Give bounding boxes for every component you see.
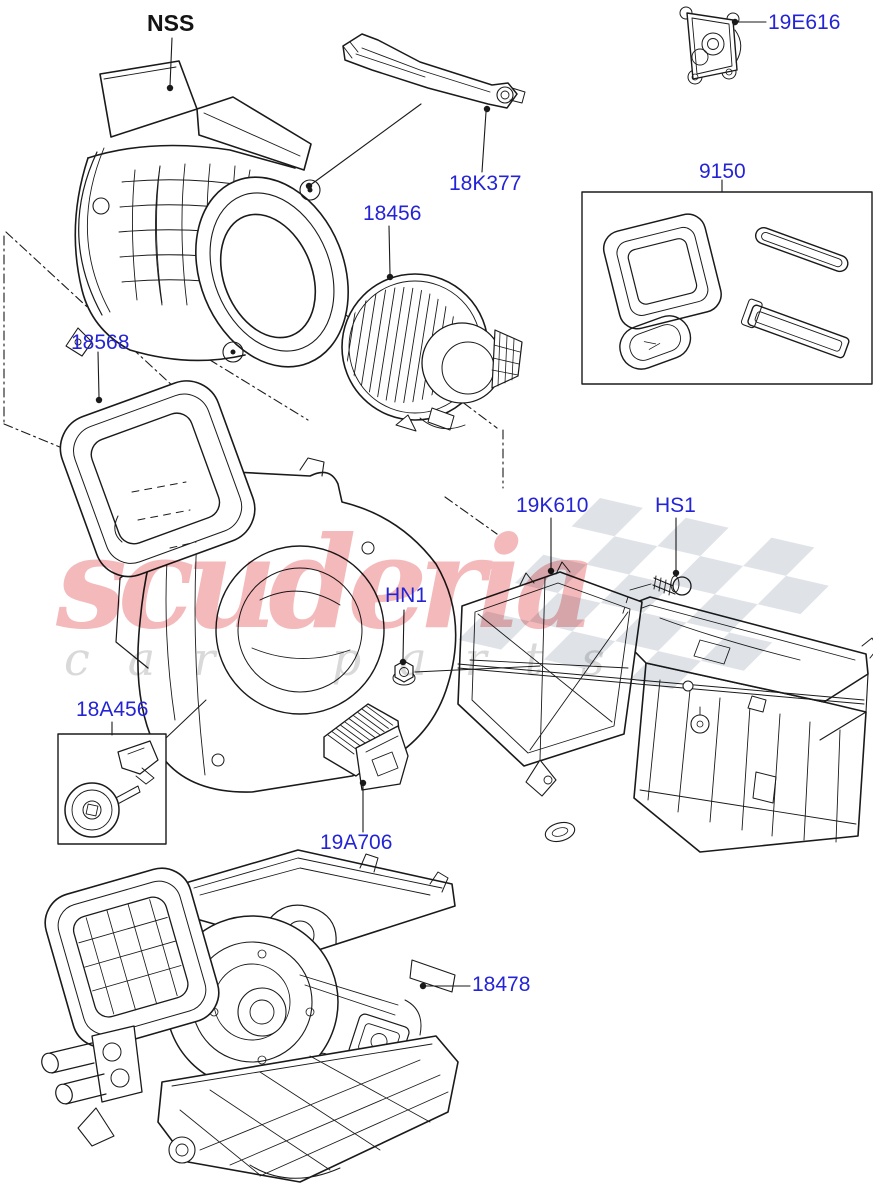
aux-kit-drawing	[57, 699, 207, 845]
seal-kit-drawing	[581, 191, 873, 385]
part-label-19A706[interactable]: 19A706	[320, 831, 393, 854]
part-label-19E616[interactable]: 19E616	[768, 11, 841, 34]
part-label-18456[interactable]: 18456	[363, 202, 422, 225]
support-bracket-drawing	[342, 33, 526, 109]
part-label-18478[interactable]: 18478	[472, 973, 531, 996]
inlet-seal-drawing	[59, 380, 256, 578]
heater-case-drawing	[457, 561, 873, 853]
part-label-nss: NSS	[147, 10, 195, 36]
part-label-9150[interactable]: 9150	[699, 160, 746, 183]
part-label-19K610[interactable]: 19K610	[516, 494, 589, 517]
nut-drawing	[392, 660, 541, 686]
part-label-18A456[interactable]: 18A456	[76, 698, 149, 721]
part-label-HN1[interactable]: HN1	[385, 584, 428, 607]
part-label-HS1[interactable]: HS1	[655, 494, 696, 517]
air-inlet-housing-drawing	[65, 60, 349, 368]
part-label-18568[interactable]: 18568	[71, 331, 130, 354]
part-label-18K377[interactable]: 18K377	[449, 172, 522, 195]
vent-actuator-drawing	[679, 6, 742, 85]
blower-resistor-drawing	[323, 703, 409, 791]
bracket-locator-line	[308, 103, 422, 187]
heater-assembly-drawing	[41, 849, 459, 1183]
blower-motor-drawing	[341, 273, 523, 432]
